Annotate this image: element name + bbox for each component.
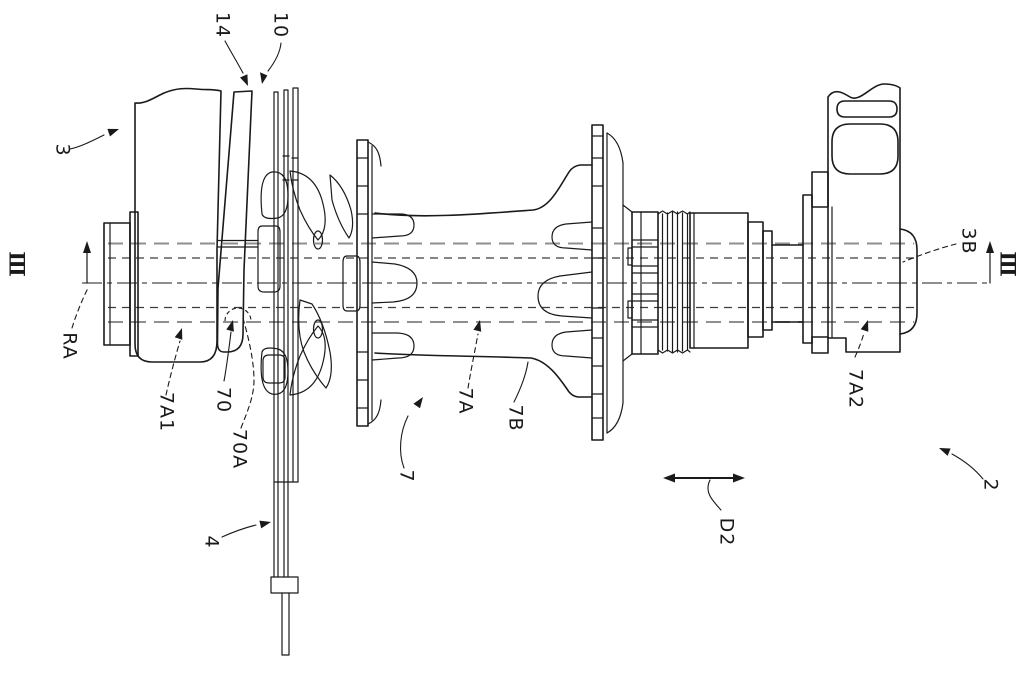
right-flange-bar <box>537 124 624 441</box>
ref-label-7b: 7B <box>504 404 527 432</box>
shell-right-plate <box>622 162 633 404</box>
ref-label-3b: 3B <box>957 227 980 255</box>
ref-label-ra: RA <box>58 332 81 360</box>
hub-shell-barrel <box>374 164 593 398</box>
ref-label-2: 2 <box>979 478 1002 492</box>
ref-label-7: 7 <box>395 469 418 483</box>
ref-label-4: 4 <box>200 535 223 549</box>
section-arrow-right <box>986 241 994 284</box>
ref-label-7a2: 7A2 <box>844 368 867 410</box>
thread-section <box>657 210 691 354</box>
ref-label-3: 3 <box>51 143 74 157</box>
ref-label-14: 14 <box>211 11 234 39</box>
section-arrow-left <box>83 241 91 284</box>
leader-lines <box>69 40 984 538</box>
spoke-bars <box>270 87 299 656</box>
section-marker-left: Ⅲ <box>4 251 30 277</box>
rotor-plate <box>216 90 259 353</box>
frame-member <box>134 87 222 363</box>
section-marker-right: Ⅲ <box>995 251 1021 277</box>
left-flange-bar <box>356 139 418 427</box>
ref-label-70: 70 <box>212 386 235 414</box>
serrated-lockring <box>627 211 659 355</box>
ref-label-d2: D2 <box>715 517 738 547</box>
left-end-cap <box>103 211 139 357</box>
freehub-body <box>689 212 804 349</box>
ref-label-70a: 70A <box>228 428 251 470</box>
ref-label-10: 10 <box>269 11 292 39</box>
right-dropout <box>802 83 918 354</box>
ref-label-7a: 7A <box>454 387 477 415</box>
left-flange-cluster <box>224 170 361 396</box>
ref-label-7a1: 7A1 <box>155 391 178 433</box>
